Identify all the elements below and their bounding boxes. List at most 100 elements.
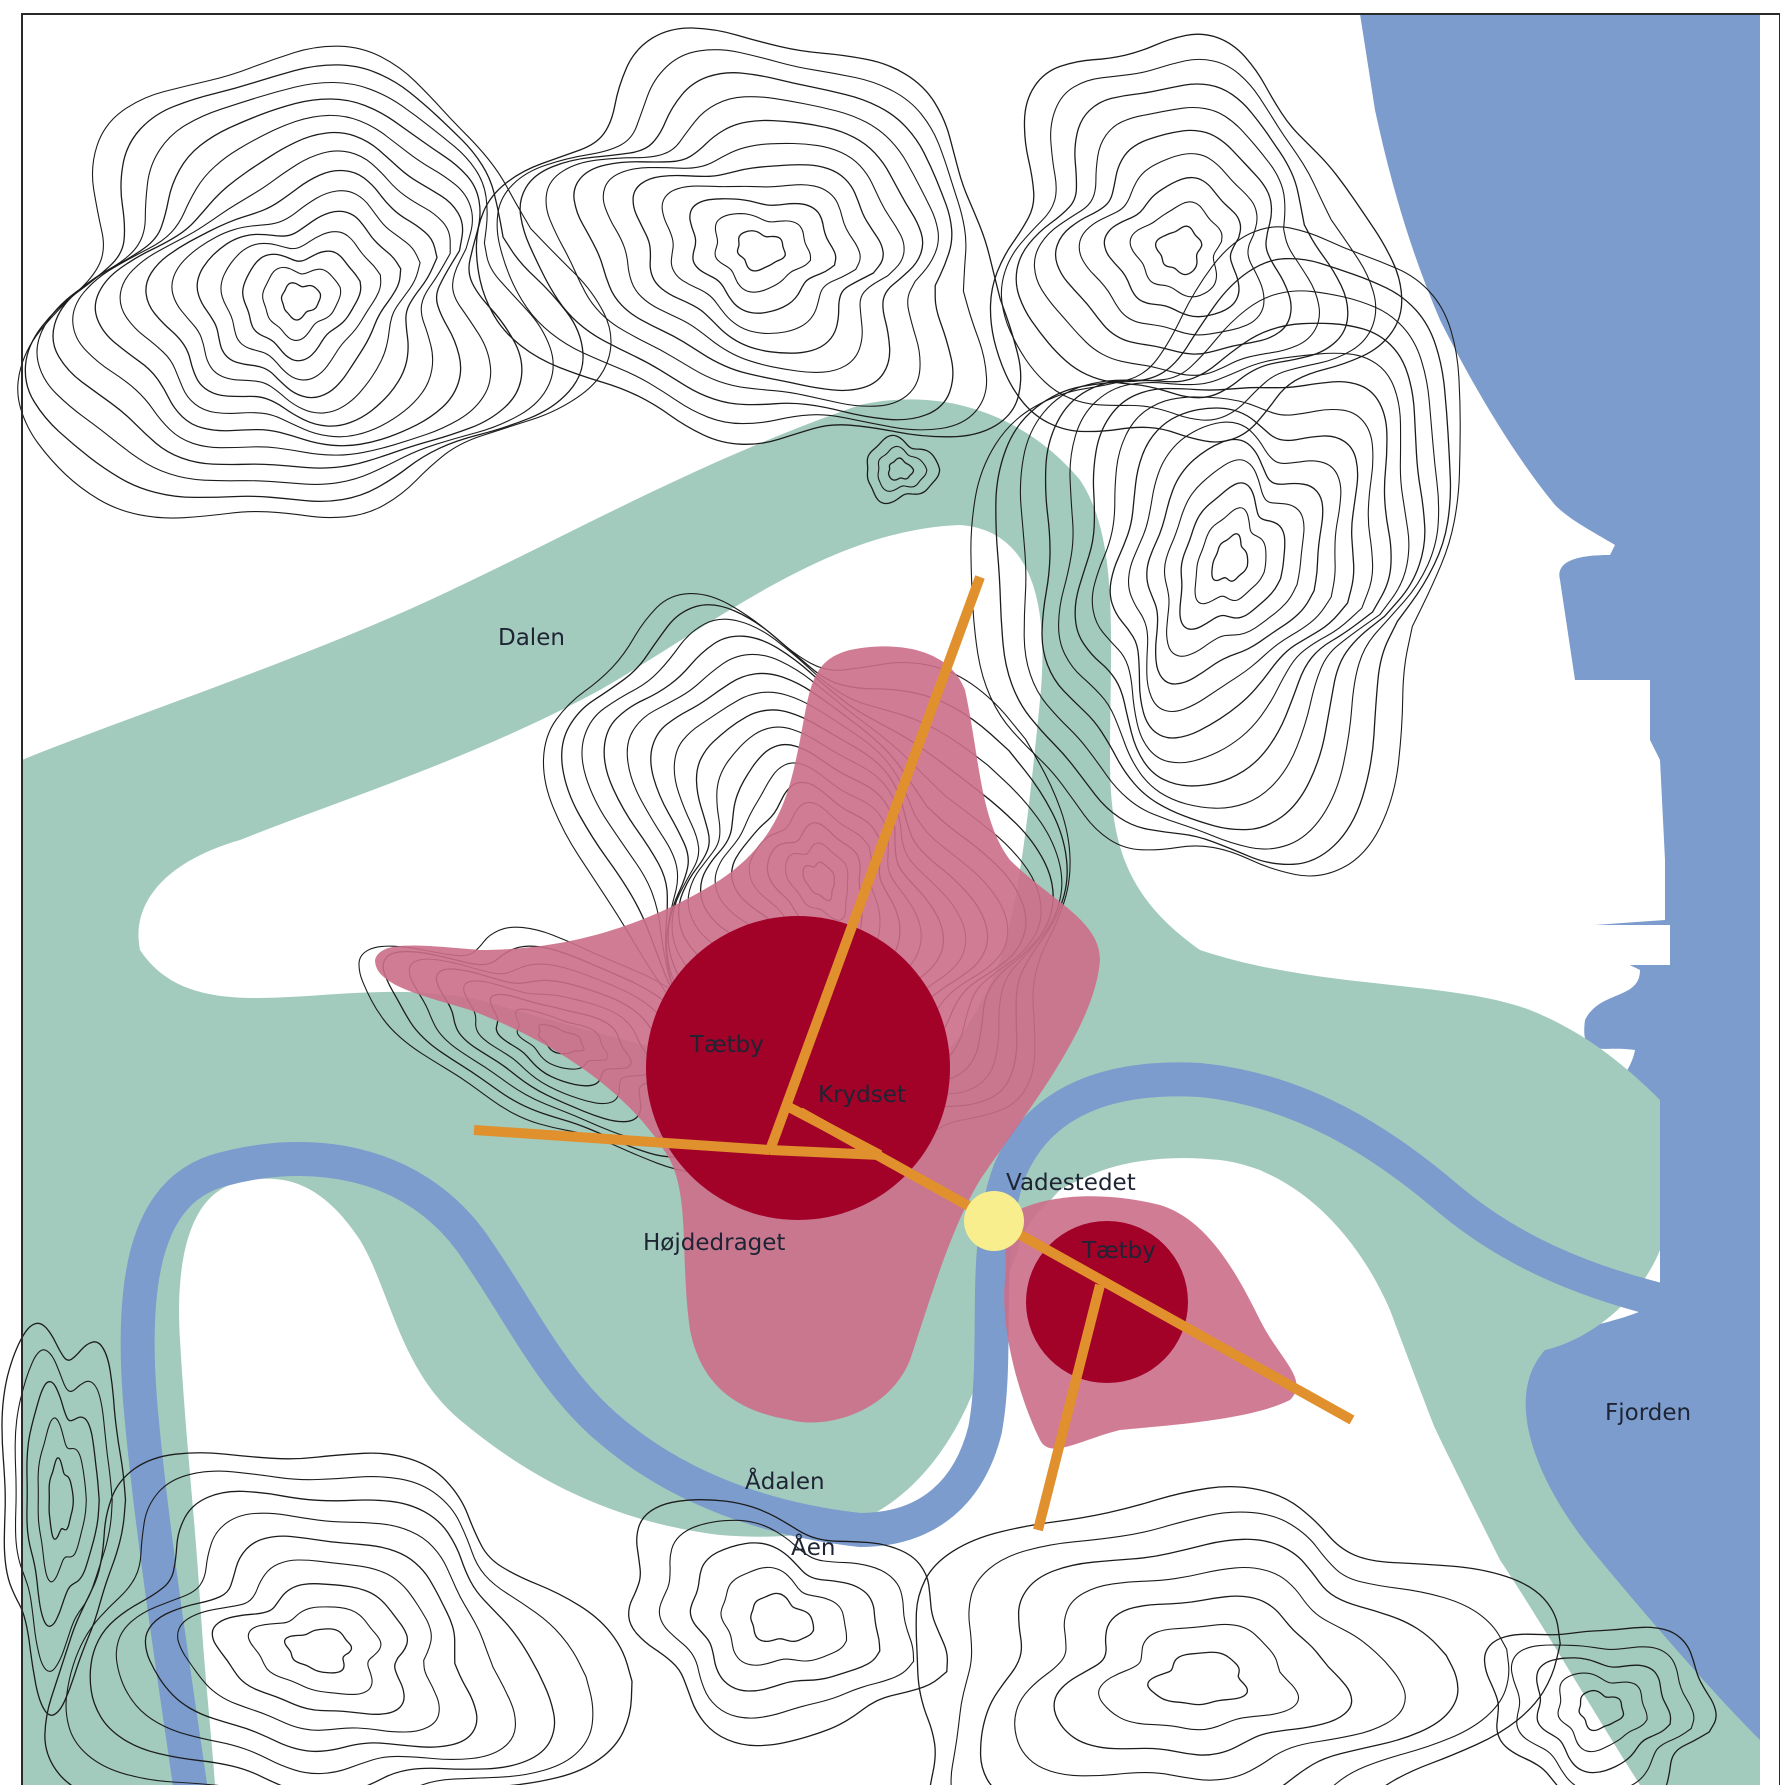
- contour-line: [280, 282, 322, 321]
- contour-line: [1578, 1689, 1625, 1732]
- contour-line: [1211, 533, 1249, 582]
- contour-line: [283, 1628, 353, 1674]
- label-taetby-east: Tætby: [1081, 1238, 1156, 1264]
- lower-meander-clearing: [210, 1252, 530, 1480]
- contour-line: [1483, 1626, 1717, 1785]
- contour-line: [1078, 153, 1265, 336]
- contour-line: [65, 1470, 594, 1785]
- contour-line: [171, 190, 421, 414]
- contour-line: [37, 1417, 87, 1583]
- contour-line: [661, 184, 861, 335]
- contour-line: [94, 131, 464, 447]
- ford-marker: [964, 1191, 1024, 1251]
- contour-line: [14, 1349, 113, 1672]
- contour-line: [1041, 322, 1426, 831]
- road: [769, 1145, 881, 1160]
- contour-line: [1109, 407, 1359, 739]
- contour-line: [1015, 83, 1349, 399]
- contour-line: [1557, 1672, 1648, 1753]
- contour-line: [144, 1535, 478, 1753]
- road: [797, 1107, 1355, 1425]
- contour-line: [1536, 1657, 1672, 1774]
- contour-line: [119, 150, 451, 438]
- contour-line: [573, 119, 924, 392]
- contour-line: [1146, 438, 1324, 685]
- contour-line: [52, 98, 523, 469]
- contour-line: [720, 1566, 848, 1666]
- contour-line: [1, 1322, 127, 1716]
- contour-line: [145, 169, 438, 427]
- contour-line: [220, 231, 382, 381]
- map-frame: [21, 13, 1780, 1785]
- contour-line: [602, 142, 905, 373]
- contour-line: [1014, 1566, 1406, 1781]
- contour-line: [1058, 352, 1410, 809]
- contour-line: [247, 1606, 382, 1695]
- contour-line: [48, 1457, 74, 1540]
- label-fjorden: Fjorden: [1605, 1400, 1691, 1426]
- contour-line: [262, 266, 342, 342]
- label-aen: Åen: [791, 1533, 835, 1561]
- contour-line: [1127, 421, 1342, 713]
- label-dalen: Dalen: [498, 625, 565, 651]
- contour-line: [242, 250, 362, 362]
- label-taetby-main: Tætby: [689, 1032, 764, 1058]
- contour-line: [1019, 290, 1440, 850]
- road: [1033, 1283, 1105, 1532]
- contour-line: [995, 257, 1452, 866]
- contour-line: [1000, 58, 1377, 421]
- contour-line: [915, 1486, 1561, 1785]
- contour-line: [1129, 201, 1223, 298]
- contour-line: [44, 1452, 633, 1785]
- contour-line: [24, 64, 584, 502]
- contour-line: [1103, 176, 1242, 318]
- contour-line: [211, 1583, 409, 1715]
- contour-line: [1154, 225, 1203, 276]
- fjord-water: [1360, 14, 1760, 1785]
- contour-line: [72, 114, 492, 456]
- contour-line: [736, 230, 786, 272]
- road: [765, 575, 985, 1152]
- contour-line: [714, 213, 812, 293]
- label-vadestedet: Vadestedet: [1006, 1170, 1136, 1196]
- contour-line: [1033, 106, 1320, 376]
- contour-line: [1147, 1651, 1249, 1706]
- contour-line: [979, 1538, 1459, 1785]
- contour-line: [1053, 1595, 1353, 1756]
- contour-line: [89, 1490, 556, 1785]
- contour-line: [17, 45, 612, 519]
- contour-line: [1098, 1623, 1300, 1731]
- contour-line: [496, 49, 988, 431]
- label-adalen: Ådalen: [745, 1467, 825, 1495]
- contour-line: [177, 1559, 440, 1733]
- contour-line: [689, 198, 837, 314]
- contour-line: [970, 226, 1461, 877]
- label-hojdedraget: Højdedraget: [643, 1230, 785, 1256]
- contour-line: [632, 164, 884, 354]
- contour-line: [36, 81, 554, 486]
- contour-line: [475, 27, 1022, 445]
- contour-line: [1074, 380, 1392, 787]
- contour-line: [1510, 1644, 1695, 1785]
- contour-line: [1163, 459, 1305, 657]
- road-network: [473, 575, 1355, 1532]
- contour-line: [1091, 396, 1374, 764]
- label-krydset: Krydset: [818, 1082, 906, 1108]
- contour-line: [1179, 482, 1286, 630]
- contour-line: [519, 72, 954, 421]
- contour-line: [866, 434, 941, 505]
- river-aen: [120, 1062, 1677, 1785]
- contour-line: [989, 33, 1403, 443]
- contour-line: [1194, 507, 1267, 605]
- road: [473, 1125, 771, 1155]
- contour-line: [689, 1542, 881, 1692]
- contour-line: [877, 445, 928, 492]
- contour-line: [887, 457, 915, 481]
- contour-line: [1054, 129, 1292, 355]
- contour-line: [950, 1511, 1510, 1785]
- contour-line: [628, 1499, 949, 1747]
- contour-line: [196, 210, 402, 399]
- contour-line: [115, 1512, 516, 1775]
- contour-line: [750, 1592, 815, 1643]
